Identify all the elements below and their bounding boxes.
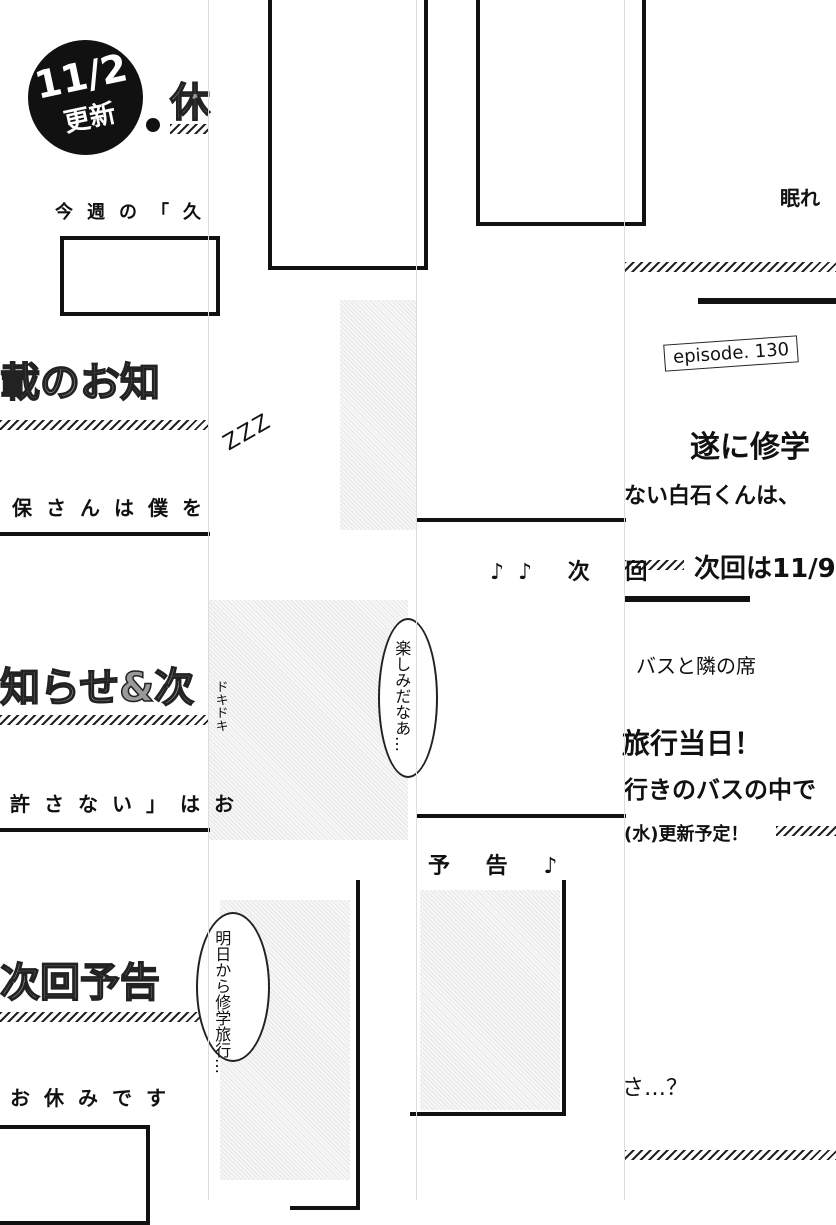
date-badge: 11/2 更新 — [17, 29, 154, 166]
hatch-line — [170, 124, 208, 134]
hatch-line — [0, 1012, 208, 1022]
next-heading-fragment: 予 告 ♪ — [428, 854, 572, 879]
body-fragment: 眠れ — [780, 186, 820, 210]
hatch-line — [0, 715, 208, 725]
speech-text: 楽しみだなあ… — [392, 640, 412, 752]
divider — [416, 814, 626, 818]
screentone — [420, 890, 560, 1110]
body-fragment: 旅行当日！ — [622, 727, 763, 760]
panel-frame — [410, 880, 566, 1116]
tile-seam — [624, 0, 625, 1200]
next-heading-fragment: ♪♪ 次 回 — [490, 560, 662, 585]
screentone — [208, 600, 408, 840]
divider — [624, 596, 750, 602]
body-fragment: さ…？ — [622, 1076, 689, 1101]
divider — [0, 532, 210, 536]
divider — [0, 828, 210, 832]
title-fragment: 知らせ&次 — [0, 664, 195, 712]
speech-bubble — [378, 618, 438, 778]
speech-text: 明日から修学旅行… — [212, 930, 232, 1074]
hatch-line — [624, 262, 836, 272]
body-fragment: 今週の「久 — [55, 202, 215, 223]
body-fragment: お休みです — [10, 1086, 180, 1110]
screentone — [340, 300, 416, 530]
body-fragment: 行きのバスの中で — [624, 776, 816, 804]
sound-effect: ドキドキ — [212, 680, 228, 732]
episode-title: 遂に修学 — [690, 430, 810, 465]
title-fragment: 次回予告 — [0, 959, 161, 1007]
divider — [416, 518, 626, 522]
divider — [698, 298, 836, 304]
hatch-line — [0, 420, 208, 430]
next-date: 次回は11/9 — [694, 554, 836, 584]
body-fragment: (水)更新予定！ — [624, 824, 749, 845]
dot-icon — [146, 118, 160, 132]
zzz-text: ZZZ — [219, 408, 277, 457]
body-fragment: バスと隣の席 — [636, 654, 756, 678]
hatch-line — [624, 560, 684, 570]
episode-label: episode. 130 — [663, 335, 799, 372]
body-fragment: 保さんは僕を — [12, 496, 216, 520]
tile-seam — [208, 0, 209, 1200]
panel-frame — [290, 880, 360, 1210]
hatch-line — [776, 826, 836, 836]
body-fragment: ない白石くんは、 — [624, 484, 801, 509]
tile-seam — [416, 0, 417, 1200]
title-fragment: 休 — [169, 79, 211, 127]
panel-frame — [0, 1125, 150, 1225]
hatch-line — [624, 1150, 836, 1160]
title-fragment: 載のお知 — [0, 359, 161, 407]
panel-frame — [268, 0, 428, 270]
panel-frame — [476, 0, 646, 226]
body-fragment: 許さない」はお — [10, 792, 248, 816]
panel-frame — [60, 236, 220, 316]
